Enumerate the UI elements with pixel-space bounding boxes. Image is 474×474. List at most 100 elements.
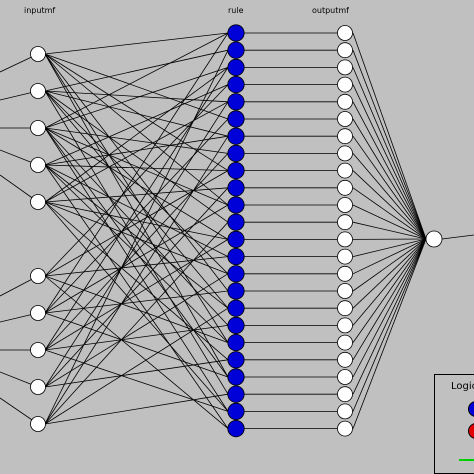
outputmf-node[interactable] [337, 248, 353, 265]
inputmf-node[interactable] [30, 268, 46, 284]
input-rule-edge [44, 49, 229, 92]
inputmf-node[interactable] [30, 416, 46, 432]
rule-node[interactable] [227, 282, 245, 300]
input-rule-edge [44, 53, 229, 343]
inputmf-node[interactable] [30, 379, 46, 395]
input-rule-edge [44, 32, 229, 129]
input-rule-edge [44, 53, 229, 292]
outputmf-label: outputmf [312, 6, 349, 15]
rule-node[interactable] [227, 144, 245, 162]
input-rule-edge [44, 164, 229, 171]
logical-operations-legend: Logica [434, 374, 474, 474]
outputmf-node[interactable] [337, 145, 353, 162]
outputmf-node[interactable] [337, 351, 353, 368]
outputmf-node[interactable] [337, 369, 353, 385]
input-rule-edge [44, 239, 229, 351]
rule-node[interactable] [227, 110, 245, 128]
input-rule-edge [44, 127, 229, 240]
outputmf-node[interactable] [337, 386, 353, 403]
edge-layer [0, 32, 474, 430]
rule-node[interactable] [227, 196, 245, 214]
output-aggregate-edge [352, 238, 427, 395]
outputmf-node[interactable] [337, 179, 353, 196]
outputmf-node[interactable] [337, 111, 353, 127]
inputmf-node[interactable] [30, 305, 46, 321]
outputmf-node[interactable] [337, 420, 353, 437]
legend-and-dot-icon [468, 401, 474, 417]
output-aggregate-edge [352, 238, 427, 275]
input-rule-edge [44, 84, 229, 277]
outputmf-node[interactable] [337, 231, 353, 248]
outputmf-node[interactable] [337, 197, 353, 213]
outputmf-node[interactable] [337, 25, 353, 41]
outputmf-node[interactable] [337, 59, 353, 76]
rule-node[interactable] [227, 230, 245, 248]
input-rule-edge [44, 201, 229, 240]
outputmf-node[interactable] [337, 334, 353, 351]
outputmf-node[interactable] [337, 265, 353, 282]
outputmf-node[interactable] [337, 317, 353, 334]
input-rule-edge [44, 67, 229, 203]
rule-node[interactable] [227, 419, 245, 438]
rule-node[interactable] [227, 24, 245, 42]
input-rule-edge [44, 164, 229, 309]
rule-node[interactable] [227, 402, 245, 420]
inputmf-node[interactable] [30, 157, 46, 173]
rule-node[interactable] [227, 58, 245, 77]
rule-node[interactable] [227, 248, 245, 266]
rule-node[interactable] [227, 351, 245, 369]
input-rule-edge [44, 312, 229, 378]
inputmf-node[interactable] [30, 194, 46, 210]
outputmf-node[interactable] [337, 214, 353, 231]
rule-node[interactable] [227, 299, 245, 317]
inputmf-label: inputmf [24, 6, 56, 15]
outputmf-node[interactable] [337, 93, 353, 110]
rule-node[interactable] [227, 162, 245, 180]
inputmf-node[interactable] [30, 46, 46, 62]
input-rule-edge [44, 164, 229, 257]
input-rule-edge [44, 275, 229, 343]
input-rule-edge [44, 135, 229, 425]
input-rule-edge [44, 90, 229, 137]
input-rule-edge [44, 201, 229, 275]
rule-node[interactable] [227, 368, 245, 386]
input-rule-edge [44, 127, 229, 206]
output-aggregate-edge [352, 238, 427, 378]
outputmf-node[interactable] [337, 403, 353, 420]
rule-node[interactable] [227, 316, 245, 334]
rule-node[interactable] [227, 179, 245, 197]
rule-node[interactable] [227, 333, 245, 352]
outputmf-node[interactable] [337, 76, 353, 93]
input-rule-edge [44, 32, 229, 55]
rule-node[interactable] [227, 265, 245, 283]
legend-not-line-icon [459, 459, 474, 461]
output-aggregate-node[interactable] [425, 230, 443, 248]
input-rule-edge [44, 164, 229, 429]
output-aggregate-edge [352, 153, 427, 240]
rule-node[interactable] [227, 93, 245, 111]
input-rule-edge [44, 67, 229, 351]
rule-node[interactable] [227, 385, 245, 403]
inputmf-node[interactable] [30, 120, 46, 136]
inputmf-node[interactable] [30, 83, 46, 99]
input-rule-edge [44, 273, 229, 388]
rule-node[interactable] [227, 213, 245, 231]
output-aggregate-edge [352, 238, 427, 326]
input-rule-edge [44, 221, 229, 425]
output-aggregate-edge [352, 238, 427, 361]
legend-or-dot-icon [468, 423, 474, 439]
input-rule-edge [44, 101, 229, 203]
outputmf-node[interactable] [337, 162, 353, 179]
rule-node[interactable] [227, 76, 245, 94]
outputmf-node[interactable] [337, 42, 353, 59]
rule-node[interactable] [227, 41, 245, 59]
outputmf-node[interactable] [337, 283, 353, 299]
input-rule-edge [44, 84, 229, 166]
rule-node[interactable] [227, 127, 245, 145]
outputmf-node[interactable] [337, 300, 353, 317]
inputmf-node[interactable] [30, 342, 46, 358]
output-aggregate-edge [352, 187, 427, 240]
input-rule-edge [44, 53, 229, 378]
outputmf-node[interactable] [337, 128, 353, 145]
